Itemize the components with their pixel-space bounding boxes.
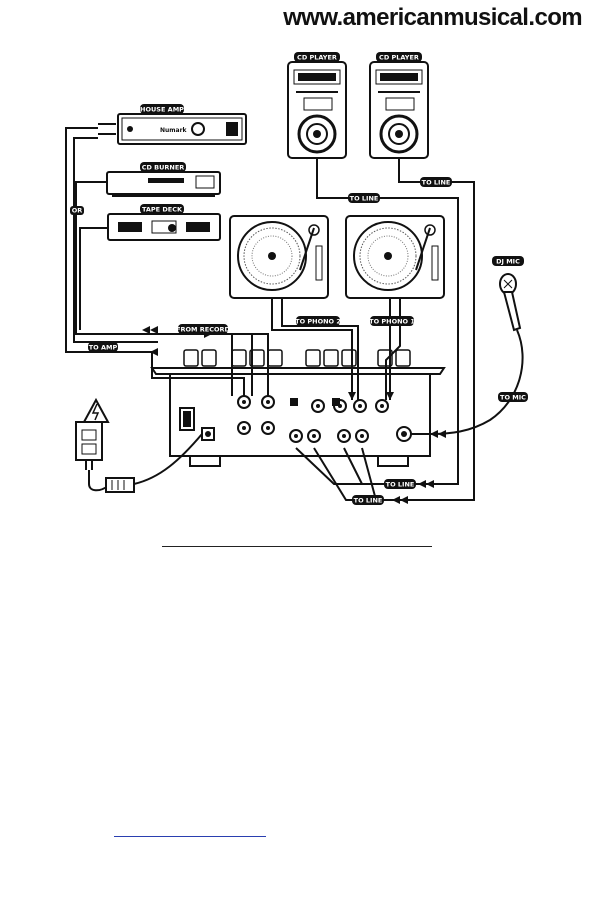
- cd-burner-text: CD BURNER: [142, 164, 185, 172]
- amp-brand-label: Numark: [160, 127, 188, 134]
- cables: [65, 123, 475, 501]
- hyperlink-underline[interactable]: [114, 836, 266, 837]
- website-url[interactable]: www.americanmusical.com: [283, 4, 582, 31]
- mixer: [150, 349, 446, 467]
- to-line-a-text: TO LINE: [386, 481, 415, 489]
- power-outlet: [75, 397, 110, 492]
- cd-player-2-text: CD PLAYER: [379, 54, 419, 62]
- to-amp-text: TO AMP: [89, 344, 118, 352]
- to-phono-1-label: TO PHONO 1: [369, 316, 415, 326]
- to-mic-text: TO MIC: [500, 394, 526, 402]
- cd-player-1-text: CD PLAYER: [297, 54, 337, 62]
- house-amp: Numark: [117, 113, 247, 145]
- to-line-b-label: TO LINE: [352, 495, 384, 505]
- to-amp-label: TO AMP: [88, 342, 118, 352]
- to-phono-1-text: TO PHONO 1: [369, 318, 415, 326]
- dj-mic-label: DJ MIC: [492, 256, 524, 266]
- cd-player-2: [369, 61, 429, 159]
- from-record-text: FROM RECORD: [176, 326, 230, 334]
- to-line-cd2-text: TO LINE: [422, 179, 451, 187]
- house-amp-label: HOUSE AMP: [140, 104, 184, 114]
- or-label: OR: [70, 206, 84, 215]
- dj-mic: [429, 273, 524, 435]
- from-record-label: FROM RECORD: [176, 324, 231, 334]
- horizontal-rule: [162, 546, 432, 547]
- to-line-cd2-label: TO LINE: [420, 177, 452, 187]
- tape-deck-text: TAPE DECK: [142, 206, 183, 214]
- cd-player-1: [287, 61, 347, 159]
- cd-burner-label: CD BURNER: [140, 162, 186, 172]
- to-mic-label: TO MIC: [498, 392, 528, 402]
- or-text: OR: [72, 207, 83, 215]
- dj-mic-text: DJ MIC: [496, 258, 520, 266]
- to-line-cd1-label: TO LINE: [348, 193, 380, 203]
- house-amp-text: HOUSE AMP: [140, 106, 184, 114]
- to-line-a-label: TO LINE: [384, 479, 416, 489]
- cd-player-2-label: CD PLAYER: [376, 52, 422, 62]
- turntable-2: [345, 215, 445, 299]
- to-line-b-text: TO LINE: [354, 497, 383, 505]
- turntable-1: [229, 215, 329, 299]
- tape-deck-label: TAPE DECK: [140, 204, 184, 214]
- power-adapter: [105, 433, 203, 493]
- tape-deck: [107, 213, 221, 241]
- cd-player-1-label: CD PLAYER: [294, 52, 340, 62]
- cd-burner: [106, 171, 221, 197]
- to-phono-2-text: TO PHONO 2: [295, 318, 341, 326]
- to-phono-2-label: TO PHONO 2: [295, 316, 341, 326]
- to-line-cd1-text: TO LINE: [350, 195, 379, 203]
